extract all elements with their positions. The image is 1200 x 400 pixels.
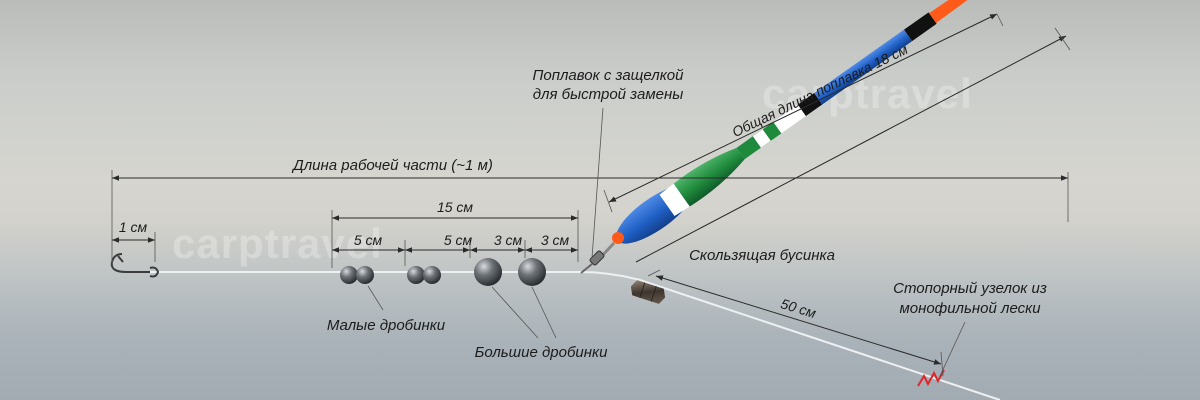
big-shots-label: Большие дробинки bbox=[475, 344, 609, 361]
dim-5cm-label: 5 см bbox=[444, 232, 473, 248]
dimension-shot-spacing bbox=[332, 240, 578, 266]
hook-icon bbox=[110, 253, 160, 278]
stopper-knot-label: Стопорный узелок из bbox=[893, 280, 1047, 297]
fishing-line bbox=[150, 271, 1001, 400]
dim-5cm-label: 5 см bbox=[354, 232, 383, 248]
dim-3cm-label: 3 см bbox=[541, 232, 570, 248]
swivel-clip bbox=[580, 232, 624, 274]
dimension-1cm bbox=[112, 232, 156, 262]
float-clip-leader bbox=[591, 107, 604, 259]
stopper-knot-label: монофильной лески bbox=[899, 300, 1041, 317]
sliding-bead-label: Скользящая бусинка bbox=[689, 247, 835, 264]
dim-50cm-label: 50 см bbox=[779, 295, 819, 321]
dimension-15cm bbox=[331, 210, 579, 268]
dimension-float-clip-line bbox=[635, 27, 1071, 263]
dimension-float-length bbox=[603, 13, 1004, 213]
working-length-label: Длина рабочей части (~1 м) bbox=[291, 157, 493, 174]
float bbox=[616, 0, 985, 244]
float-clip-label: Поплавок с защелкой bbox=[532, 67, 684, 84]
big-shots bbox=[474, 258, 546, 286]
stopper-knot-icon bbox=[917, 369, 945, 387]
watermark: carptravel bbox=[172, 220, 383, 267]
dim-3cm-label: 3 см bbox=[494, 232, 523, 248]
stopper-leader bbox=[939, 321, 966, 377]
dimension-50cm bbox=[647, 269, 944, 377]
big-shots-leader bbox=[491, 286, 557, 339]
float-clip-label: для быстрой замены bbox=[533, 86, 684, 103]
small-shots-label: Малые дробинки bbox=[327, 317, 446, 334]
dim-15cm-label: 15 см bbox=[437, 199, 473, 215]
dim-1cm-label: 1 см bbox=[119, 219, 148, 235]
small-shots bbox=[340, 266, 441, 284]
small-shots-leader bbox=[367, 285, 384, 311]
